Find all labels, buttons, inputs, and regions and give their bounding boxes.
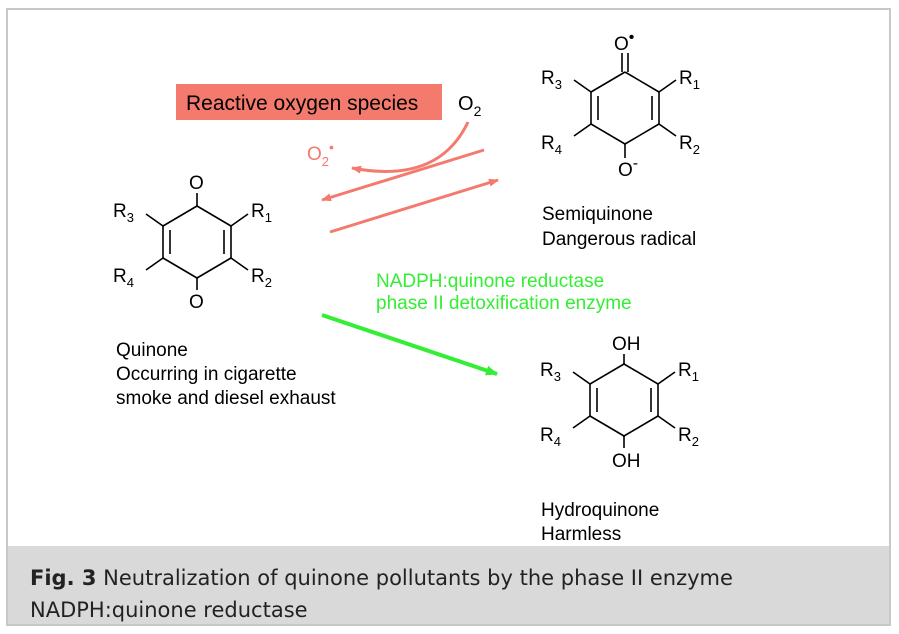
- semiquinone-name: Semiquinone: [542, 204, 653, 225]
- quinone-structure: [145, 193, 249, 290]
- caption-text: Neutralization of quinone pollutants by …: [30, 566, 733, 622]
- enzyme-label-line2: phase II detoxification enzyme: [376, 293, 632, 314]
- quinone-bottom-oxygen: O: [189, 292, 204, 313]
- hydroquinone-name: Hydroquinone: [541, 500, 659, 521]
- ros-label: Reactive oxygen species: [186, 92, 418, 115]
- quinone-desc-line1: Occurring in cigarette: [116, 364, 297, 385]
- semiquinone-structure: [573, 53, 677, 158]
- quinone-desc-line2: smoke and diesel exhaust: [116, 388, 336, 409]
- hydroquinone-r3: R3: [540, 360, 561, 384]
- semiquinone-top-oxygen: O•: [614, 29, 634, 55]
- quinone-r2: R2: [251, 266, 272, 290]
- quinone-top-oxygen: O: [189, 173, 204, 194]
- quinone-r1: R1: [251, 201, 272, 225]
- hydroquinone-r4: R4: [540, 425, 561, 449]
- figure-frame: [6, 8, 891, 626]
- ros-box: [176, 84, 442, 120]
- quinone-name: Quinone: [116, 340, 188, 361]
- hydroquinone-structure: [572, 354, 676, 448]
- semiquinone-desc: Dangerous radical: [542, 229, 696, 250]
- semiquinone-r4: R4: [541, 133, 562, 157]
- quinone-r3: R3: [113, 201, 134, 225]
- detoxification-arrow: [321, 313, 498, 376]
- semiquinone-bottom-oxygen: O-: [618, 155, 638, 181]
- hydroquinone-top-oh: OH: [612, 334, 641, 355]
- quinone-to-semiquinone-arrow: [329, 178, 499, 234]
- semiquinone-r1: R1: [679, 68, 700, 92]
- semiquinone-r3: R3: [541, 68, 562, 92]
- semiquinone-r2: R2: [679, 133, 700, 157]
- figure-caption: Fig. 3 Neutralization of quinone polluta…: [6, 546, 891, 626]
- enzyme-label-line1: NADPH:quinone reductase: [376, 271, 604, 292]
- caption-label: Fig. 3: [30, 566, 97, 590]
- quinone-r4: R4: [113, 266, 134, 290]
- hydroquinone-r1: R1: [678, 360, 699, 384]
- hydroquinone-bottom-oh: OH: [612, 451, 641, 472]
- o2-radical-label: O2•: [307, 139, 334, 169]
- semiquinone-to-quinone-arrow: [321, 148, 485, 202]
- o2-label: O2: [458, 93, 482, 119]
- hydroquinone-r2: R2: [678, 425, 699, 449]
- o2-to-radical-arrow: [351, 121, 470, 174]
- hydroquinone-desc: Harmless: [541, 524, 621, 545]
